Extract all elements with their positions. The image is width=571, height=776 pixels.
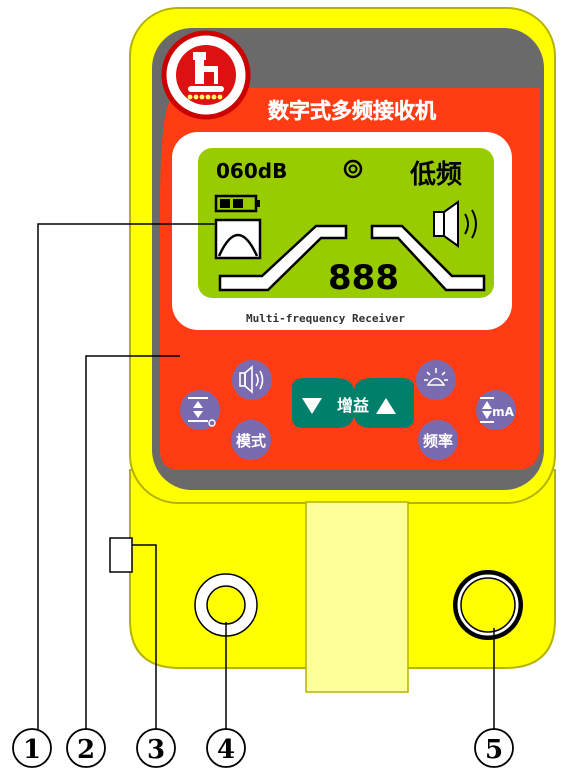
indicator-light-icon <box>343 159 363 179</box>
frequency-button[interactable]: 频率 <box>418 420 458 460</box>
signal-trace-right <box>370 224 486 292</box>
current-button[interactable]: mA <box>476 390 516 430</box>
callout-3-label: 3 <box>147 735 165 765</box>
mode-button[interactable]: 模式 <box>231 420 271 460</box>
db-reading: 060dB <box>216 159 287 183</box>
jack-left[interactable] <box>194 573 258 637</box>
callout-4: 4 <box>206 728 246 768</box>
callout-line-2 <box>85 355 180 730</box>
speaker-icon <box>433 200 477 248</box>
callout-1: 1 <box>12 728 52 768</box>
gain-rocker[interactable]: 增益 <box>292 378 414 428</box>
callout-lines <box>37 223 495 730</box>
callout-markers: 1 2 3 4 5 <box>12 728 514 768</box>
side-switch[interactable] <box>109 537 133 573</box>
callout-5: 5 <box>474 728 514 768</box>
depth-button[interactable] <box>180 390 220 430</box>
gain-label: 增益 <box>337 396 369 415</box>
callout-1-label: 1 <box>23 735 41 765</box>
current-icon <box>480 397 494 423</box>
callout-2-label: 2 <box>77 735 95 765</box>
frequency-mode: 低频 <box>409 160 462 190</box>
brand-logo <box>161 30 251 120</box>
callout-line-3 <box>132 544 157 730</box>
gain-down-icon[interactable] <box>302 398 322 414</box>
big-readout: 888 <box>328 258 399 298</box>
callout-3: 3 <box>136 728 176 768</box>
device-subtitle: Multi-frequency Receiver <box>246 312 405 325</box>
speaker-icon <box>239 365 264 394</box>
device-title: 数字式多频接收机 <box>268 98 436 123</box>
callout-5-label: 5 <box>485 735 503 765</box>
button-panel: 模式 增益 <box>180 360 516 460</box>
jack-right[interactable] <box>453 570 523 640</box>
connector-block <box>305 501 409 693</box>
gain-up-icon[interactable] <box>376 398 396 414</box>
battery-icon <box>214 194 260 213</box>
gain-rocker-body <box>292 378 414 428</box>
backlight-button[interactable] <box>416 360 456 400</box>
callout-2: 2 <box>66 728 106 768</box>
peak-mode-icon <box>214 218 262 260</box>
callout-4-label: 4 <box>217 735 235 765</box>
signal-trace-left <box>218 224 348 292</box>
light-icon <box>424 368 448 386</box>
frequency-button-label: 频率 <box>423 432 453 450</box>
lcd-panel: 060dB 低频 888 Multi-fre <box>172 132 512 330</box>
volume-button[interactable] <box>232 360 272 400</box>
depth-icon <box>188 397 216 427</box>
current-button-label: mA <box>492 405 515 419</box>
callout-line-1 <box>37 223 216 730</box>
mode-button-label: 模式 <box>236 432 266 450</box>
